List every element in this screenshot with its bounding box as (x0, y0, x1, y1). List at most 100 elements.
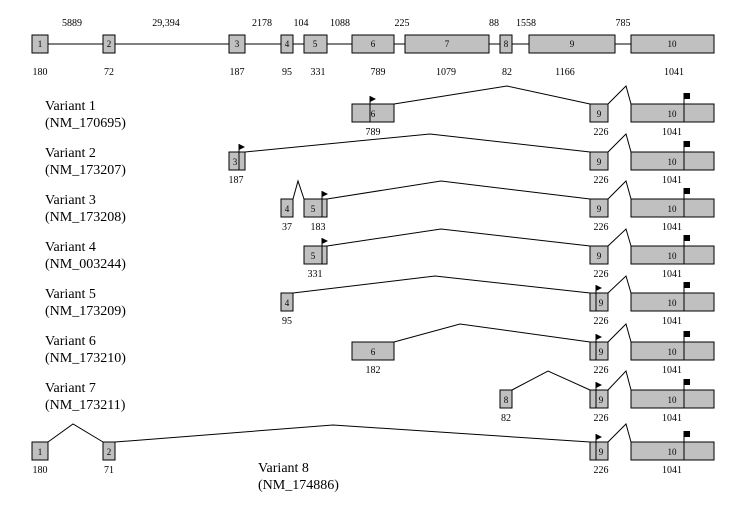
variant-6-exon-9 (589, 341, 609, 361)
variant-5-exon-4 (280, 292, 294, 312)
variant-4-stop-flag-icon (684, 235, 690, 241)
variant-4: Variant 4 (NM_003244) 5 9 10 331 226 104… (45, 228, 715, 280)
variant-1-exon-6-label: 6 (371, 109, 376, 119)
variant-5-exon-9-label: 9 (599, 298, 604, 308)
variant-4-exon-9-label: 9 (597, 251, 602, 261)
gene-exon-8-label: 8 (504, 39, 509, 49)
variant-1-stop-flag-icon (684, 93, 690, 99)
intron-5-length: 1088 (330, 18, 350, 29)
gene-exon-4-length: 95 (282, 67, 292, 78)
variant-8-exon-9-label: 9 (599, 447, 604, 457)
variant-7-exon-8-label: 8 (504, 395, 509, 405)
variant-8-splice-1-2 (47, 423, 104, 443)
variant-6: Variant 6 (NM_173210) 6 9 10 182 226 104… (45, 323, 715, 376)
gene-exon-9-label: 9 (570, 39, 575, 49)
gene-exon-5-label: 5 (313, 39, 318, 49)
variant-1-exon-10-length: 1041 (662, 127, 682, 138)
variant-1: Variant 1 (NM_170695) 6 9 10 789 226 104… (45, 85, 715, 138)
gene-exon-7 (404, 34, 490, 54)
variant-6-exon-6-label: 6 (371, 347, 376, 357)
variant-8-exon-1-label: 1 (38, 447, 43, 457)
variant-8-exon-9-length: 226 (594, 465, 609, 476)
intron-6-length: 225 (395, 18, 410, 29)
variant-5-exon-10-label: 10 (668, 298, 678, 308)
variant-1-exon-6 (351, 103, 395, 123)
variant-7-exon-10-label: 10 (668, 395, 678, 405)
variant-4-exon-9-length: 226 (594, 269, 609, 280)
variant-7-accession: (NM_173211) (45, 398, 126, 413)
gene-exon-9-length: 1166 (555, 67, 575, 78)
gene-exon-3-length: 187 (230, 67, 245, 78)
variant-8-exon-2 (102, 441, 116, 461)
variant-6-accession: (NM_173210) (45, 351, 126, 366)
variant-6-stop-flag-icon (684, 331, 690, 337)
gene-exon-2 (102, 34, 116, 54)
variant-4-splice-9-10 (607, 228, 632, 247)
variant-5-start-flag-icon (596, 285, 602, 291)
variant-2-splice (244, 133, 591, 153)
variant-7-name: Variant 7 (45, 381, 96, 396)
variant-4-exon-5 (303, 245, 328, 265)
variant-7-exon-10-length: 1041 (662, 413, 682, 424)
variant-1-exon-6-length: 789 (366, 127, 381, 138)
variant-8-exon-10 (630, 441, 715, 461)
variant-3-exon-5-label: 5 (311, 204, 316, 214)
gene-exon-7-label: 7 (445, 39, 450, 49)
variant-1-exon-9-length: 226 (594, 127, 609, 138)
gene-exon-3-label: 3 (235, 39, 240, 49)
intron-3-length: 2178 (252, 18, 272, 29)
variant-2-exon-3-length: 187 (229, 175, 244, 186)
variant-5-stop-flag-icon (684, 282, 690, 288)
variant-5: Variant 5 (NM_173209) 4 9 10 95 226 1041 (45, 275, 715, 327)
variant-8-name: Variant 8 (258, 461, 309, 476)
variant-4-exon-9 (589, 245, 609, 265)
variant-5-name: Variant 5 (45, 287, 96, 302)
variant-4-accession: (NM_003244) (45, 257, 126, 272)
variant-8-exon-1-length: 180 (33, 465, 48, 476)
variant-5-exon-4-label: 4 (285, 298, 290, 308)
variant-3-exon-10-label: 10 (668, 204, 678, 214)
variant-6-start-flag-icon (596, 334, 602, 340)
gene-exon-1 (31, 34, 49, 54)
variant-2-exon-9 (589, 151, 609, 171)
gene-exon-10 (630, 34, 715, 54)
gene-exon-6 (351, 34, 395, 54)
variant-8-splice (114, 424, 591, 443)
intron-1-length: 5889 (62, 18, 82, 29)
variant-1-splice (393, 85, 591, 105)
variant-5-exon-10-length: 1041 (662, 316, 682, 327)
variant-1-exon-10 (630, 103, 715, 123)
variant-4-exon-10-length: 1041 (662, 269, 682, 280)
variant-6-exon-9-label: 9 (599, 347, 604, 357)
variant-8-exon-2-label: 2 (107, 447, 112, 457)
variant-3-name: Variant 3 (45, 193, 96, 208)
variant-5-exon-10 (630, 292, 715, 312)
variant-8-exon-1 (31, 441, 49, 461)
variant-3-exon-4 (280, 198, 294, 218)
variant-5-splice (292, 275, 591, 294)
variant-8-stop-flag-icon (684, 431, 690, 437)
gene-exon-2-length: 72 (104, 67, 114, 78)
variant-7-exon-9-label: 9 (599, 395, 604, 405)
variant-3-exon-9-length: 226 (594, 222, 609, 233)
gene-exon-4-label: 4 (285, 39, 290, 49)
variant-5-exon-9 (589, 292, 609, 312)
variant-4-start-flag-icon (322, 238, 328, 244)
intron-2-length: 29,394 (152, 18, 180, 29)
variant-8-accession: (NM_174886) (258, 478, 339, 493)
variant-7-exon-9 (589, 389, 609, 409)
variant-2-exon-3-label: 3 (233, 157, 238, 167)
variant-8-exon-9 (589, 441, 609, 461)
variant-5-accession: (NM_173209) (45, 304, 126, 319)
variant-2-exon-3 (228, 151, 246, 171)
variant-3-start-flag-icon (322, 191, 328, 197)
variant-3-exon-10-length: 1041 (662, 222, 682, 233)
variant-1-exon-9 (589, 103, 609, 123)
variant-2-stop-flag-icon (684, 141, 690, 147)
variant-8-splice-9-10 (607, 423, 632, 443)
variant-3-exon-9-label: 9 (597, 204, 602, 214)
variant-6-exon-10-label: 10 (668, 347, 678, 357)
variant-7: Variant 7 (NM_173211) 8 9 10 82 226 1041 (45, 370, 715, 424)
variant-3-exon-5 (303, 198, 328, 218)
variant-3-splice-9-10 (607, 180, 632, 200)
